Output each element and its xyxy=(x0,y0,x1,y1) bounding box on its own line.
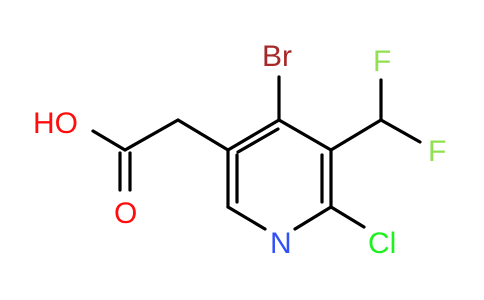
atom-cl-label: Cl xyxy=(368,227,396,260)
atom-f-top-label: F xyxy=(373,45,391,78)
bond-c6-n xyxy=(293,205,333,231)
bond-c6-cl xyxy=(329,205,366,229)
atom-br-label: Br xyxy=(262,40,292,73)
bond-c3-ch2 xyxy=(176,118,230,152)
bond-c3-c4-inner xyxy=(236,127,280,154)
bond-n-c2 xyxy=(226,205,267,231)
bond-ch2-cooh xyxy=(123,118,180,152)
bond-c4-c5 xyxy=(277,118,333,152)
atom-n-label: N xyxy=(270,227,292,260)
bond-c3-c4 xyxy=(226,118,281,152)
bond-cf2-f-right xyxy=(379,118,422,144)
atom-f-right-label: F xyxy=(428,135,446,168)
atom-o-carbonyl-label: O xyxy=(114,197,137,230)
bond-c-oh xyxy=(91,129,127,152)
atom-oh-label: HO xyxy=(33,107,78,140)
bond-c5-cf2 xyxy=(329,118,383,152)
